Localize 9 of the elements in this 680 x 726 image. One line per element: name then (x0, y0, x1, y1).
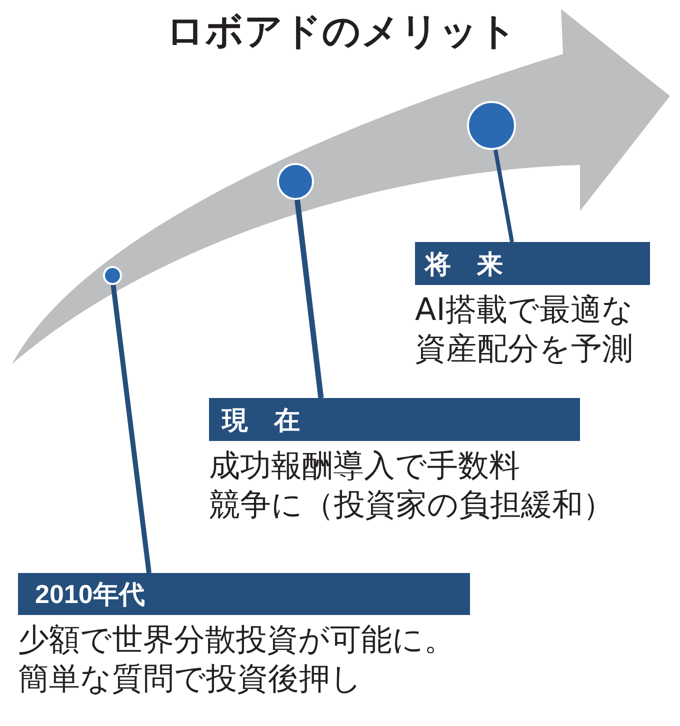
heading-banner: 現 在 (209, 398, 580, 441)
leader-line (294, 199, 324, 398)
leader-line (493, 148, 514, 242)
heading-banner: 2010年代 (18, 573, 470, 615)
heading-banner: 将 来 (415, 242, 650, 285)
description-text: 成功報酬導入で手数料競争に（投資家の負担緩和） (209, 447, 615, 525)
description-text: AI搭載で最適な資産配分を予測 (415, 291, 634, 369)
description-text: 少額で世界分散投資が可能に。簡単な質問で投資後押し (18, 621, 456, 699)
diagram-title: ロボアドのメリット (166, 8, 517, 54)
